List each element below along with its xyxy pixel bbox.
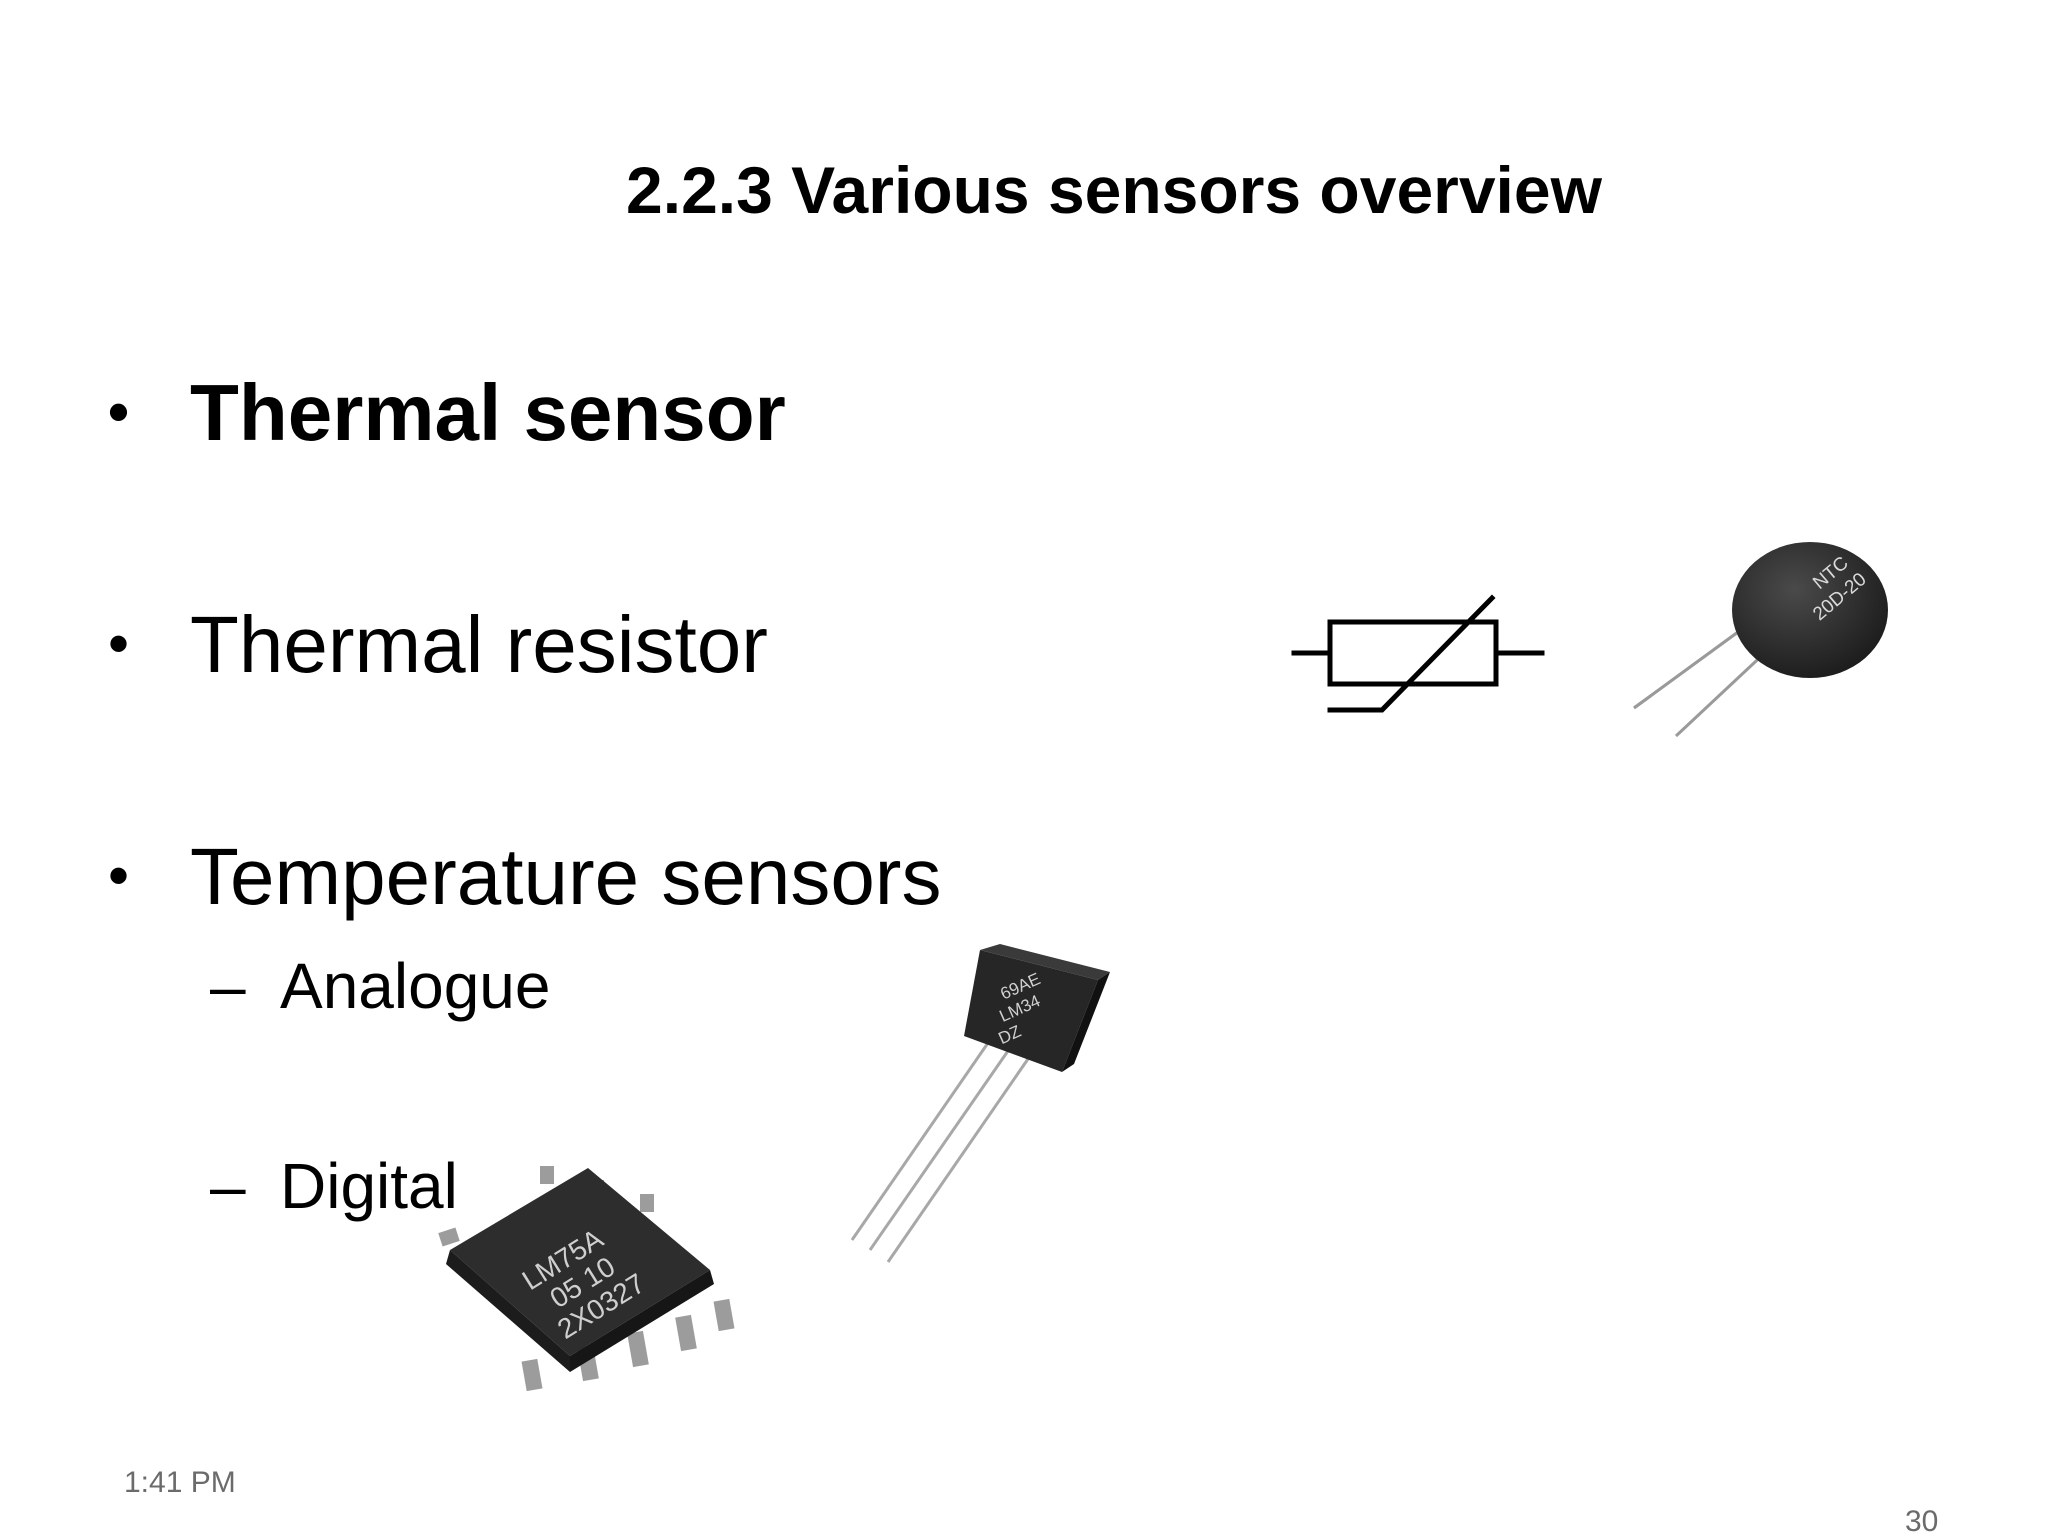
sub-bullet-text: Analogue: [280, 950, 551, 1022]
bullet-icon: •: [108, 610, 130, 677]
slide-title: 2.2.3 Various sensors overview: [626, 153, 1602, 227]
dash-icon: –: [210, 1150, 246, 1222]
bullet-text: Thermal resistor: [190, 600, 768, 689]
soic-sensor-image: LM75A 05 10 2X0327: [438, 1166, 735, 1392]
bullet-icon: •: [108, 842, 130, 909]
bullet-icon: •: [108, 378, 130, 445]
bullet-item-thermal-resistor: • Thermal resistor: [108, 596, 768, 693]
footer-time: 1:41 PM: [124, 1466, 236, 1499]
thermistor-symbol-icon: [1291, 594, 1545, 713]
sub-bullet-analogue: –Analogue: [210, 948, 550, 1024]
to92-sensor-image: 69AE LM34 DZ: [850, 944, 1110, 1263]
sub-bullet-text: Digital: [280, 1150, 458, 1222]
bullet-text: Thermal sensor: [190, 368, 786, 457]
dash-icon: –: [210, 950, 246, 1022]
bullet-item-temperature-sensors: • Temperature sensors: [108, 828, 941, 925]
ntc-thermistor-image: NTC 20D-20: [1633, 542, 1888, 738]
bullet-text: Temperature sensors: [190, 832, 942, 921]
page-number: 30: [1905, 1505, 1939, 1538]
sub-bullet-digital: –Digital: [210, 1148, 458, 1224]
bullet-item-thermal-sensor: • Thermal sensor: [108, 364, 786, 461]
